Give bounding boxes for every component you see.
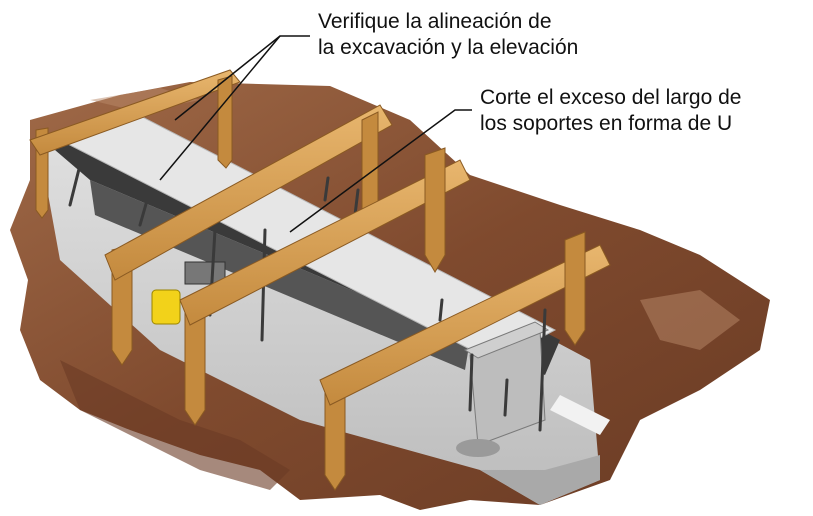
leader-line-alignment-2 <box>159 35 281 181</box>
callout-cut-excess-line1: Corte el exceso del largo de <box>480 86 742 109</box>
callout-cut-excess-supports: Corte el exceso del largo de los soporte… <box>480 85 742 137</box>
crossbar <box>179 159 471 326</box>
leader-line-cut-excess <box>289 109 472 233</box>
stake <box>424 147 446 273</box>
callout-verify-alignment: Verifique la alineación de la excavación… <box>318 9 578 61</box>
stake <box>564 231 586 346</box>
callout-verify-alignment-line1: Verifique la alineación de <box>318 10 552 33</box>
callout-verify-alignment-line2: la excavación y la elevación <box>318 36 579 59</box>
stake <box>217 75 233 169</box>
callout-cut-excess-line2: los soportes en forma de U <box>480 112 733 135</box>
callout-leader-lines <box>159 35 472 233</box>
yellow-end-cap <box>151 261 226 325</box>
crossbar <box>319 244 611 406</box>
crossbar <box>104 104 393 281</box>
wood-stake-frames <box>29 69 611 491</box>
crossbar <box>29 69 241 156</box>
